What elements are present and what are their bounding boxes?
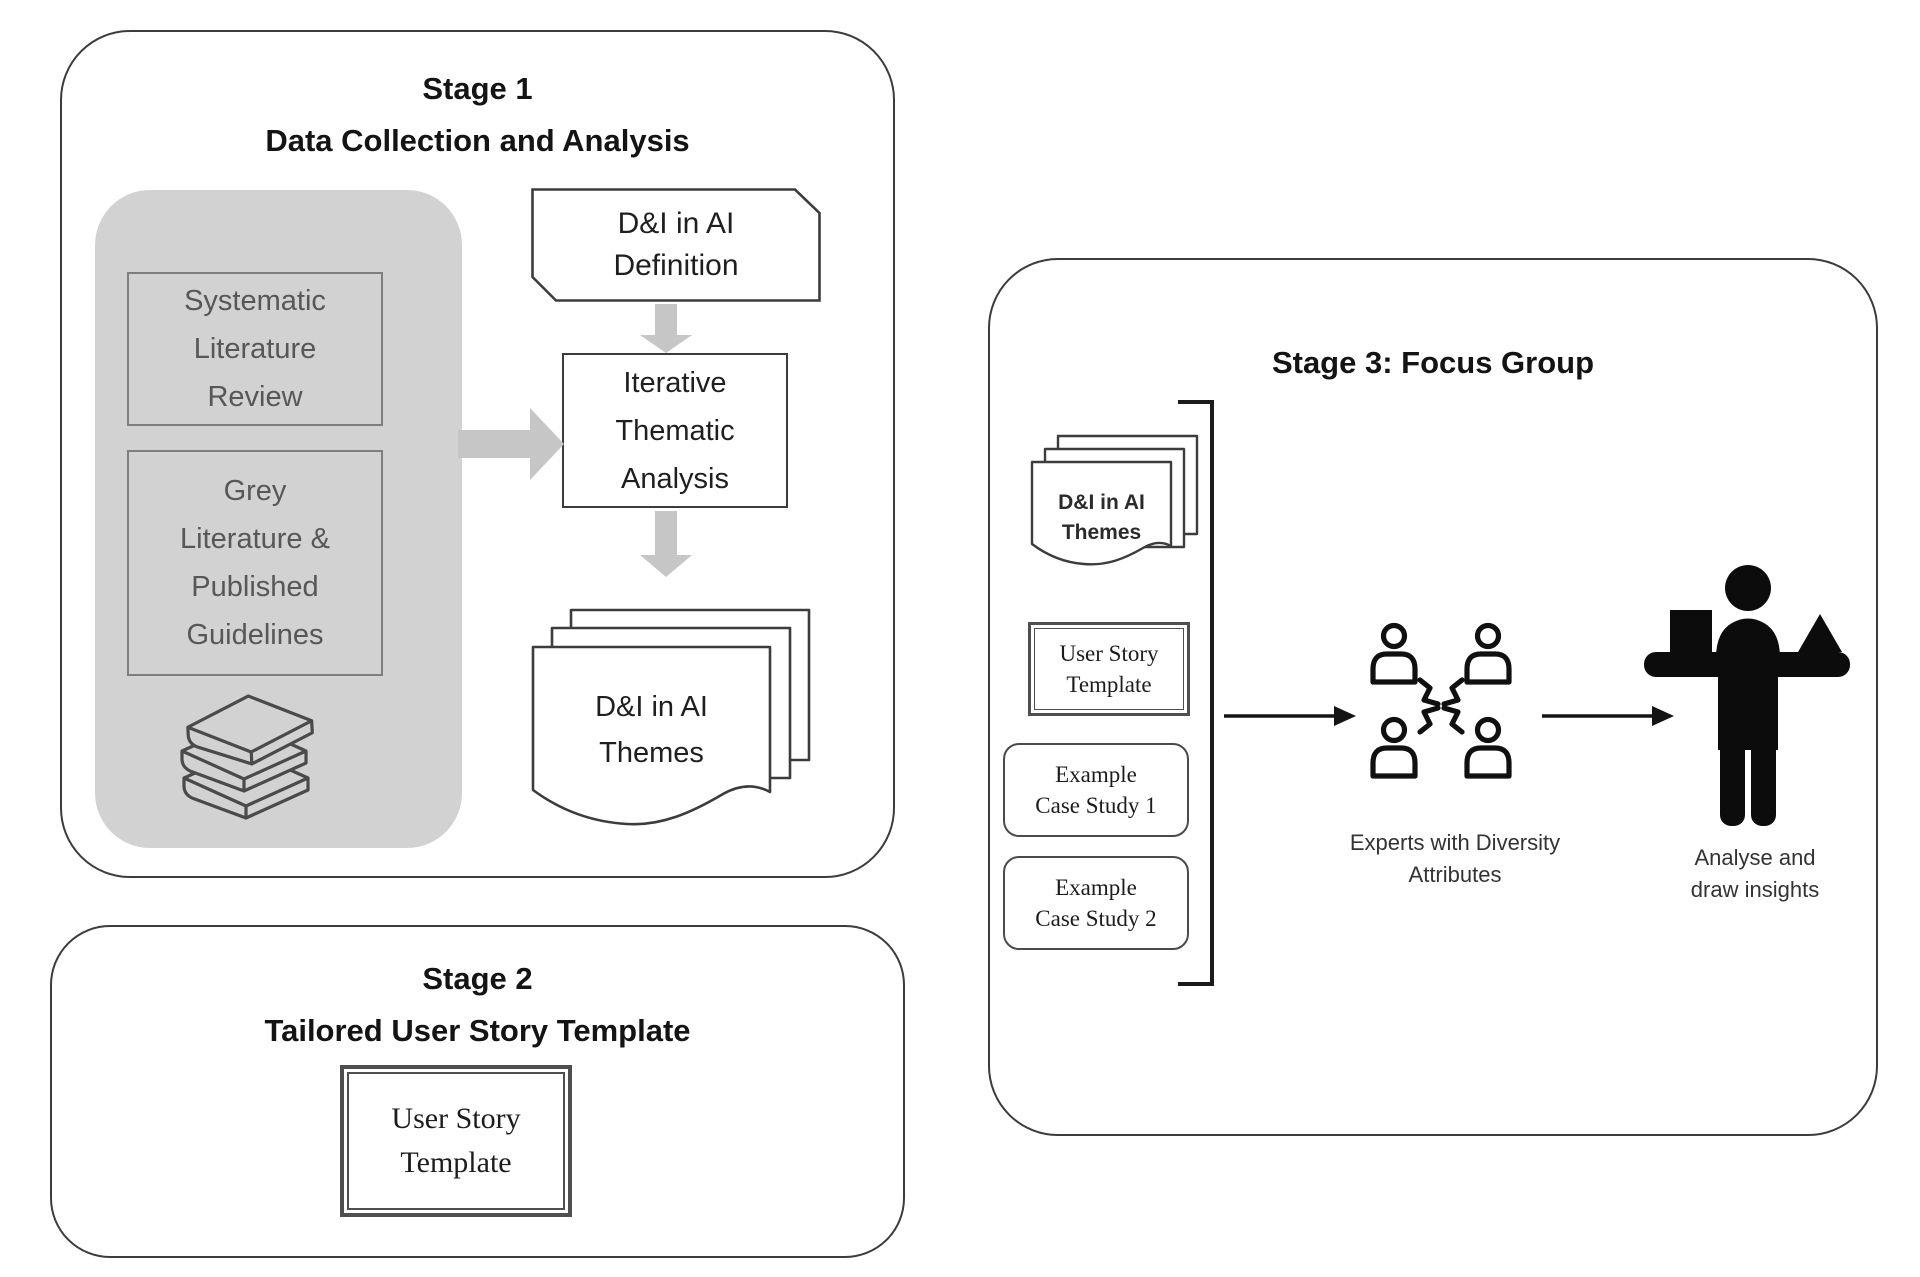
dni-themes-stack-label: D&I in AI Themes [595, 691, 708, 769]
books-icon [180, 694, 314, 820]
systematic-literature-review-box: Systematic Literature Review [127, 272, 383, 426]
dni-themes-stack-small-shape [1030, 434, 1199, 566]
person-balancing-shapes-icon [1644, 565, 1850, 826]
grouping-bracket [1178, 400, 1214, 986]
user-story-template-small-label: User Story Template [1059, 641, 1159, 697]
analyse-caption: Analyse and draw insights [1690, 845, 1820, 902]
right-arrow-icon [1224, 706, 1356, 726]
experts-group-icon [1370, 622, 1512, 779]
stage2-title-line2: Tailored User Story Template [264, 1013, 691, 1048]
dni-definition-card-shape [531, 188, 821, 302]
user-story-template-small-box [1028, 622, 1190, 716]
stage1-title-line2: Data Collection and Analysis [265, 123, 690, 158]
right-block-arrow-icon [458, 408, 564, 480]
iterative-thematic-analysis-box: Iterative Thematic Analysis [562, 353, 788, 508]
user-story-template-label: User Story Template [391, 1102, 521, 1179]
down-block-arrow-icon [640, 304, 692, 353]
dni-themes-stack-small-label: D&I in AI Themes [1058, 491, 1145, 544]
example-case-study-1-box: Example Case Study 1 [1003, 743, 1189, 837]
example-case-study-2-box: Example Case Study 2 [1003, 856, 1189, 950]
stage2-title-line1: Stage 2 [422, 961, 533, 996]
grey-literature-box: Grey Literature & Published Guidelines [127, 450, 383, 676]
right-arrow-icon [1542, 706, 1674, 726]
dni-definition-card-label: D&I in AI Definition [613, 207, 739, 282]
stage1-title-line1: Stage 1 [422, 71, 533, 106]
dni-themes-stack-shape [531, 608, 811, 826]
down-block-arrow-icon [640, 511, 692, 577]
user-story-template-box [340, 1065, 572, 1217]
stage3-title: Stage 3: Focus Group [1271, 345, 1595, 380]
experts-caption: Experts with Diversity Attributes [1349, 830, 1561, 887]
